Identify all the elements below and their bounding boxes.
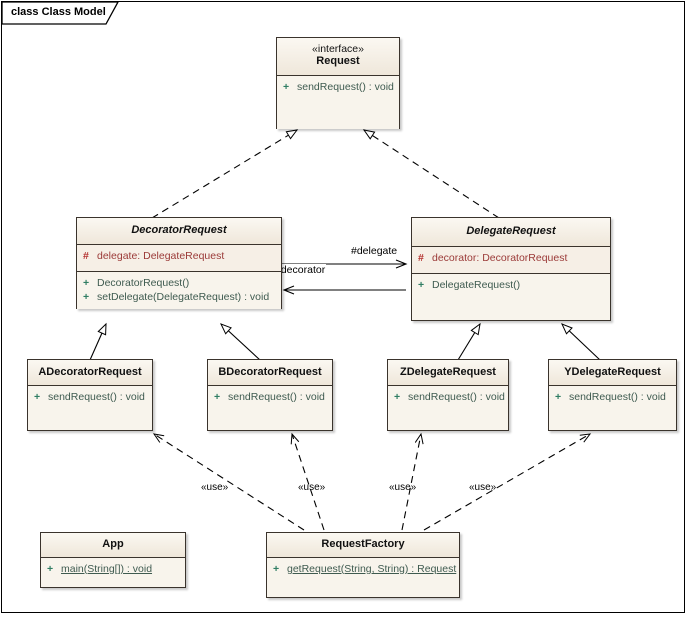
class-operations-y-delegate-request: + sendRequest() : void: [549, 386, 676, 430]
class-header-a-decorator-request: ADecoratorRequest: [28, 360, 152, 386]
use-label-z: «use»: [389, 482, 417, 493]
realization-decorator-to-request: [151, 129, 299, 219]
attribute-signature: decorator: DecoratorRequest: [432, 252, 568, 264]
dependency-factory-to-a: [152, 433, 305, 531]
visibility-marker: #: [83, 250, 89, 262]
class-box-decorator-request[interactable]: DecoratorRequest # delegate: DelegateRequ…: [76, 217, 282, 309]
class-name-delegate-request: DelegateRequest: [466, 225, 556, 237]
class-box-request-factory[interactable]: RequestFactory + getRequest(String, Strin…: [266, 532, 460, 598]
class-name-app: App: [102, 538, 124, 550]
class-attributes-decorator-request: # delegate: DelegateRequest: [77, 245, 281, 272]
visibility-marker: +: [83, 277, 90, 289]
operation-row: + sendRequest() : void: [283, 80, 395, 94]
class-header-request: «interface» Request: [277, 38, 399, 76]
use-label-y: «use»: [469, 482, 497, 493]
operation-signature: DelegateRequest(): [432, 279, 521, 291]
operation-row: + setDelegate(DelegateRequest) : void: [83, 290, 277, 304]
visibility-marker: +: [34, 391, 41, 403]
operation-signature: sendRequest() : void: [228, 391, 325, 403]
operation-signature: DecoratorRequest(): [97, 277, 190, 289]
class-header-decorator-request: DecoratorRequest: [77, 218, 281, 245]
generalization-b-to-decorator: [220, 323, 261, 361]
attribute-row: # decorator: DecoratorRequest: [418, 251, 606, 265]
class-name-a-decorator-request: ADecoratorRequest: [38, 366, 142, 378]
dependency-factory-to-y: [423, 433, 592, 531]
operation-row: + DelegateRequest(): [418, 278, 606, 292]
class-name-decorator-request: DecoratorRequest: [131, 224, 227, 236]
class-box-request[interactable]: «interface» Request + sendRequest() : voi…: [276, 37, 400, 129]
visibility-marker: +: [283, 81, 290, 93]
frame-title: class Class Model: [3, 3, 106, 23]
class-name-z-delegate-request: ZDelegateRequest: [400, 366, 496, 378]
attribute-signature: delegate: DelegateRequest: [97, 250, 225, 262]
operation-row: + DecoratorRequest(): [83, 276, 277, 290]
visibility-marker: +: [273, 563, 280, 575]
operation-signature: sendRequest() : void: [297, 81, 394, 93]
diagram-frame: #delegate #decorator «use» «use» «use» «…: [1, 1, 685, 613]
operation-signature: sendRequest() : void: [408, 391, 505, 403]
generalization-y-to-delegate: [561, 323, 601, 361]
visibility-marker: +: [418, 279, 425, 291]
association-label-decorator: #decorator: [274, 264, 327, 276]
association-label-delegate: #delegate: [350, 245, 399, 257]
class-header-delegate-request: DelegateRequest: [412, 218, 610, 247]
class-name-request: Request: [316, 55, 360, 67]
class-operations-a-decorator-request: + sendRequest() : void: [28, 386, 152, 430]
operation-row: + sendRequest() : void: [34, 390, 148, 404]
operation-row: + sendRequest() : void: [214, 390, 328, 404]
class-box-a-decorator-request[interactable]: ADecoratorRequest + sendRequest() : void: [27, 359, 153, 431]
operation-row: + sendRequest() : void: [394, 390, 505, 404]
generalization-z-to-delegate: [457, 322, 481, 361]
realization-delegate-to-request: [362, 129, 500, 219]
visibility-marker: +: [83, 291, 90, 303]
operation-signature: setDelegate(DelegateRequest) : void: [97, 291, 270, 303]
class-attributes-delegate-request: # decorator: DecoratorRequest: [412, 247, 610, 274]
operation-signature: sendRequest() : void: [569, 391, 666, 403]
operation-row: + getRequest(String, String) : Request: [273, 562, 457, 576]
class-operations-request: + sendRequest() : void: [277, 76, 399, 129]
operation-signature: sendRequest() : void: [48, 391, 145, 403]
class-box-y-delegate-request[interactable]: YDelegateRequest + sendRequest() : void: [548, 359, 677, 431]
class-box-b-decorator-request[interactable]: BDecoratorRequest + sendRequest() : void: [207, 359, 333, 431]
operation-signature: main(String[]) : void: [61, 563, 153, 575]
use-label-a: «use»: [201, 482, 229, 493]
class-name-b-decorator-request: BDecoratorRequest: [218, 366, 322, 378]
dependency-factory-to-z: [401, 432, 424, 531]
class-header-y-delegate-request: YDelegateRequest: [549, 360, 676, 386]
class-name-request-factory: RequestFactory: [321, 538, 405, 550]
operation-row: + main(String[]) : void: [47, 562, 181, 576]
class-operations-decorator-request: + DecoratorRequest() + setDelegate(Delegat…: [77, 272, 281, 309]
visibility-marker: +: [214, 391, 221, 403]
class-name-y-delegate-request: YDelegateRequest: [564, 366, 661, 378]
class-header-b-decorator-request: BDecoratorRequest: [208, 360, 332, 386]
class-operations-z-delegate-request: + sendRequest() : void: [388, 386, 508, 430]
class-operations-app: + main(String[]) : void: [41, 558, 185, 587]
visibility-marker: +: [555, 391, 562, 403]
class-operations-delegate-request: + DelegateRequest(): [412, 274, 610, 320]
class-header-app: App: [41, 533, 185, 558]
attribute-row: # delegate: DelegateRequest: [83, 249, 277, 263]
use-label-b: «use»: [298, 482, 326, 493]
operation-signature: getRequest(String, String) : Request: [287, 563, 457, 575]
visibility-marker: #: [418, 252, 424, 264]
class-box-z-delegate-request[interactable]: ZDelegateRequest + sendRequest() : void: [387, 359, 509, 431]
visibility-marker: +: [47, 563, 54, 575]
visibility-marker: +: [394, 391, 401, 403]
class-stereotype-request: «interface»: [312, 43, 364, 55]
class-box-delegate-request[interactable]: DelegateRequest # decorator: DecoratorReq…: [411, 217, 611, 321]
class-operations-b-decorator-request: + sendRequest() : void: [208, 386, 332, 430]
class-header-z-delegate-request: ZDelegateRequest: [388, 360, 508, 386]
class-box-app[interactable]: App + main(String[]) : void: [40, 532, 186, 588]
generalization-a-to-decorator: [89, 322, 107, 361]
dependency-factory-to-b: [290, 432, 325, 531]
class-operations-request-factory: + getRequest(String, String) : Request: [267, 558, 459, 597]
class-header-request-factory: RequestFactory: [267, 533, 459, 558]
operation-row: + sendRequest() : void: [555, 390, 672, 404]
